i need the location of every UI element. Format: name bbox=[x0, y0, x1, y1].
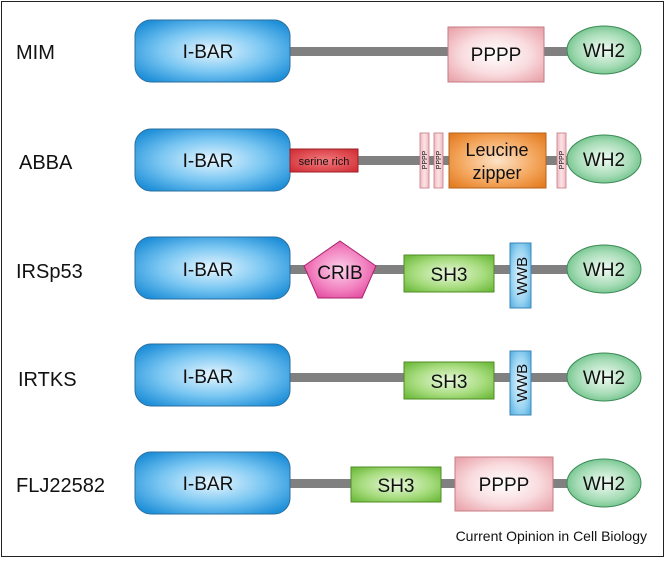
pppp-domain bbox=[447, 26, 545, 83]
journal-credit: Current Opinion in Cell Biology bbox=[455, 528, 647, 544]
protein-row-irtks: IRTKS I-BAR SH3 WWB WH2 bbox=[18, 343, 642, 416]
wh2-domain bbox=[566, 244, 642, 294]
serine-rich-domain bbox=[289, 148, 359, 173]
ibar-label: I-BAR bbox=[183, 367, 234, 388]
wh2-label: WH2 bbox=[583, 474, 625, 495]
crib-label: CRIB bbox=[317, 263, 362, 284]
crib-domain bbox=[303, 240, 377, 299]
wh2-domain bbox=[566, 458, 642, 508]
protein-name: IRSp53 bbox=[16, 261, 83, 283]
pppp-label: PPPP bbox=[471, 45, 522, 66]
sh3-domain bbox=[403, 254, 495, 293]
wh2-domain bbox=[566, 352, 642, 402]
wwb-domain bbox=[509, 350, 532, 416]
ibar-label: I-BAR bbox=[183, 151, 234, 172]
leucine-zipper-label-line2: zipper bbox=[472, 163, 521, 183]
protein-name: IRTKS bbox=[18, 369, 77, 391]
ibar-domain bbox=[134, 236, 291, 300]
ibar-label: I-BAR bbox=[183, 474, 234, 495]
sh3-label: SH3 bbox=[431, 265, 468, 286]
protein-name: ABBA bbox=[19, 152, 73, 174]
pppp-domain bbox=[454, 456, 554, 512]
pppp-motif bbox=[419, 132, 430, 189]
wh2-label: WH2 bbox=[583, 368, 625, 389]
sh3-label: SH3 bbox=[431, 372, 468, 393]
pppp-motif bbox=[556, 132, 567, 189]
wwb-label: WWB bbox=[514, 257, 531, 295]
pppp-motif-label: PPPP bbox=[422, 150, 429, 169]
sh3-domain bbox=[403, 361, 495, 400]
protein-row-flj22582: FLJ22582 I-BAR SH3 PPPP WH2 bbox=[16, 451, 642, 515]
wh2-label: WH2 bbox=[583, 260, 625, 281]
leucine-zipper-label-line1: Leucine bbox=[465, 140, 528, 160]
leucine-zipper-domain bbox=[448, 132, 547, 189]
ibar-label: I-BAR bbox=[183, 42, 234, 63]
wh2-label: WH2 bbox=[583, 150, 625, 171]
pppp-motif-label: PPPP bbox=[559, 150, 566, 169]
wh2-domain bbox=[566, 134, 642, 184]
protein-name: FLJ22582 bbox=[16, 475, 105, 497]
linker bbox=[542, 47, 572, 56]
pppp-motif-label: PPPP bbox=[436, 150, 443, 169]
linker bbox=[286, 47, 450, 56]
protein-row-irsp53: IRSp53 I-BAR CRIB SH3 WWB WH2 bbox=[16, 236, 642, 309]
linker bbox=[286, 156, 576, 165]
ibar-domain bbox=[134, 343, 291, 407]
protein-name: MIM bbox=[16, 42, 55, 64]
ibar-label: I-BAR bbox=[183, 260, 234, 281]
wwb-domain bbox=[509, 242, 532, 309]
wh2-domain bbox=[566, 25, 642, 75]
serine-rich-label: serine rich bbox=[299, 156, 350, 168]
ibar-domain bbox=[134, 451, 291, 515]
pppp-motif bbox=[433, 132, 444, 189]
sh3-label: SH3 bbox=[378, 476, 415, 497]
protein-row-abba: ABBA I-BAR serine rich PPPP PPPP Leucine… bbox=[19, 128, 642, 192]
protein-row-mim: MIM I-BAR PPPP WH2 bbox=[16, 19, 642, 83]
wwb-label: WWB bbox=[514, 364, 531, 402]
pppp-label: PPPP bbox=[479, 475, 530, 496]
ibar-domain bbox=[134, 19, 291, 83]
sh3-domain bbox=[350, 466, 442, 503]
wh2-label: WH2 bbox=[583, 41, 625, 62]
